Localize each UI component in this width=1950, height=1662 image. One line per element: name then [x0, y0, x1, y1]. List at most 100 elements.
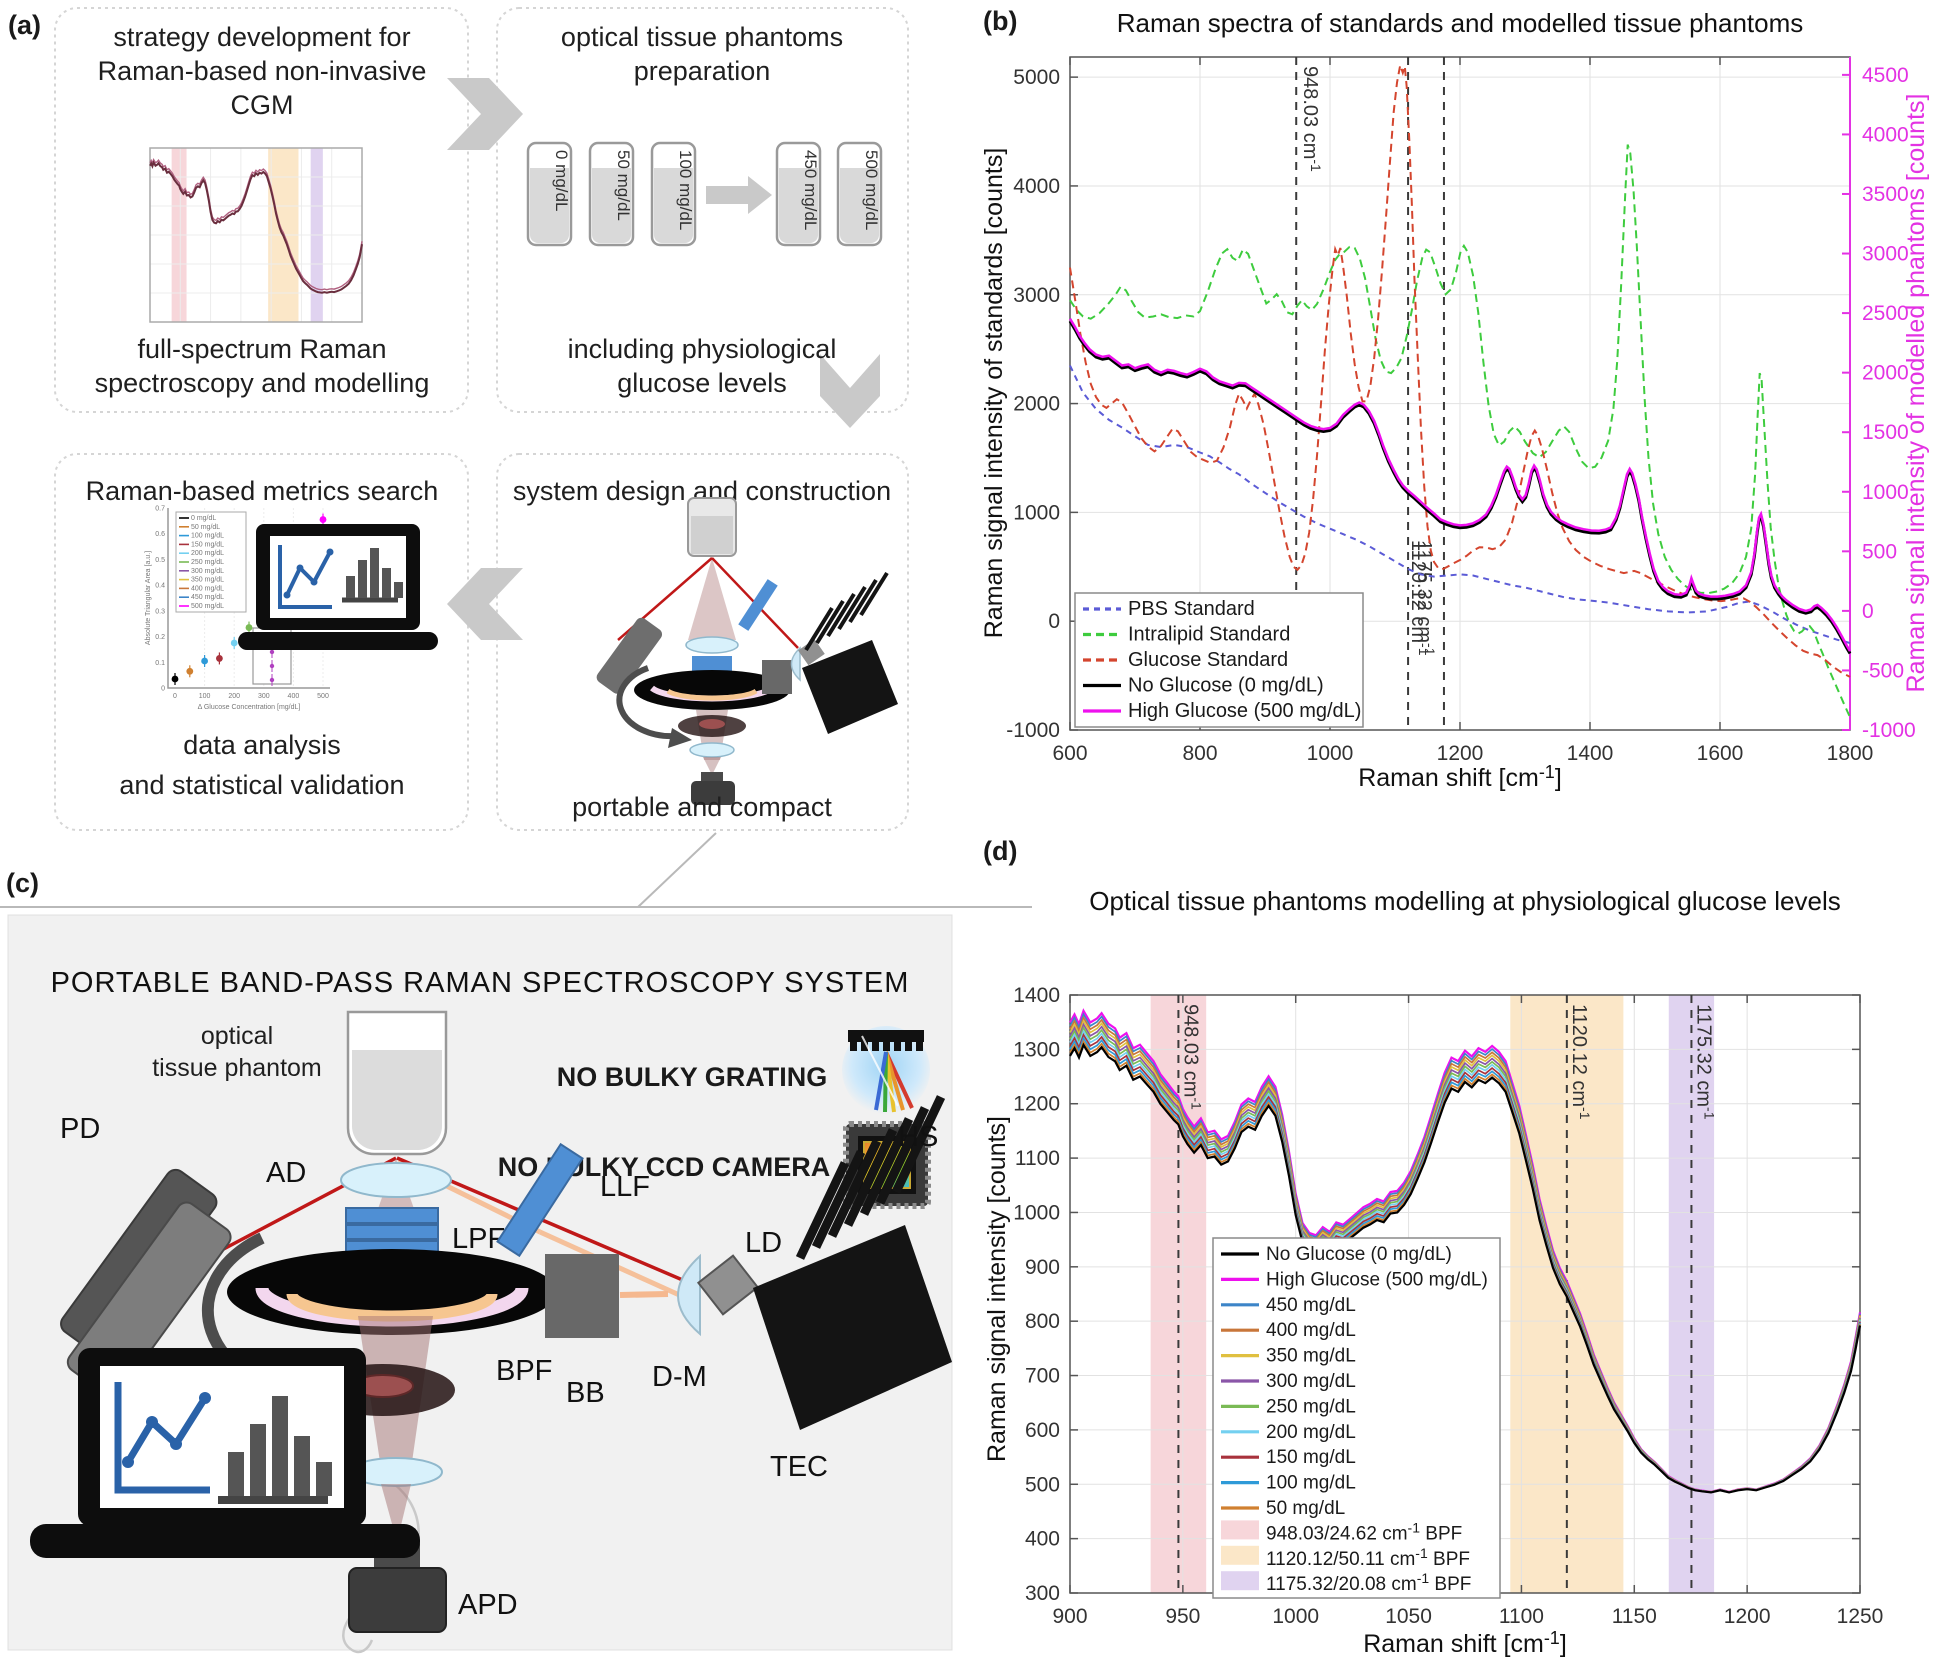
marker-label-0: 948.03 cm-1	[1179, 1004, 1204, 1110]
thumb-legend-label: 200 mg/dL	[191, 550, 224, 557]
marker-label-1: 1120.12 cm-1	[1407, 540, 1432, 656]
marker-label-2: 1175.32 cm-1	[1413, 540, 1438, 656]
chart-b-xlabel: Raman shift [cm-1]	[1358, 762, 1562, 792]
legend-patch-sample	[1221, 1571, 1259, 1591]
lpf-label: LPF	[452, 1223, 505, 1255]
y-tick-label: 1200	[1013, 1093, 1060, 1116]
vial: 450 mg/dL	[775, 141, 822, 247]
thumb-ytick: 0	[161, 686, 165, 693]
legend-entry: 150 mg/dL	[1266, 1447, 1356, 1468]
y2-tick-label: 3500	[1862, 183, 1909, 206]
thumb-legend-label: 300 mg/dL	[191, 568, 224, 575]
x-tick-label: 900	[1052, 1605, 1087, 1628]
thumb-ytick: 0.3	[155, 608, 165, 615]
vial: 0 mg/dL	[526, 141, 573, 247]
y-tick-label: 1100	[1015, 1147, 1060, 1170]
thumb-inset-point	[269, 649, 275, 655]
y2-tick-label: 1500	[1862, 421, 1909, 444]
full-spectrum-thumbnail	[149, 147, 363, 323]
legend-entry: 400 mg/dL	[1266, 1320, 1356, 1341]
thumb-ytick: 0.4	[155, 583, 165, 590]
legend-entry: 200 mg/dL	[1266, 1422, 1356, 1443]
chart-d-xlabel: Raman shift [cm-1]	[1363, 1628, 1567, 1658]
thumb-xtick: 100	[199, 693, 211, 700]
thumb-legend-label: 450 mg/dL	[191, 594, 224, 601]
tec-plate	[753, 1225, 952, 1430]
bb-label: BB	[566, 1377, 605, 1409]
thumb-xlabel: Δ Glucose Concentration [mg/dL]	[198, 704, 301, 711]
y-tick-label: 600	[1025, 1419, 1060, 1442]
legend-entry-band: 1120.12/50.11 cm-1 BPF	[1266, 1545, 1470, 1570]
y2-tick-label: 1000	[1862, 481, 1909, 504]
series-pbs-standard	[1069, 365, 1851, 644]
focus-cone	[381, 1484, 411, 1542]
laser-line-filter	[496, 1142, 584, 1258]
dm-label: D-M	[652, 1361, 707, 1393]
hs-label: HS	[898, 1121, 938, 1153]
ld-label: LD	[745, 1227, 782, 1259]
legend-entry: Glucose Standard	[1128, 649, 1288, 671]
x-tick-label: 600	[1052, 742, 1087, 765]
panel-c: (c) PORTABLE BAND-PASS RAMAN SPECTROSCOP…	[0, 832, 1032, 1654]
chevron-right-icon	[447, 78, 523, 150]
phantoms-caption-line1: including physiological	[568, 334, 837, 364]
thumb-frame	[149, 147, 363, 323]
y-tick-label: 800	[1025, 1310, 1060, 1333]
thumb-inset-point	[269, 677, 275, 683]
laptop-icon-c	[30, 1348, 420, 1558]
thumb-xtick: 0	[173, 693, 177, 700]
laptop-icon	[238, 524, 438, 650]
marker-label-1: 1120.12 cm-1	[1568, 1004, 1593, 1120]
vial-text: 450 mg/dL	[801, 150, 820, 230]
thumb-xtick: 500	[317, 693, 329, 700]
thumb-xtick: 300	[258, 693, 270, 700]
phantoms-caption-line2: glucose levels	[617, 368, 787, 398]
panel-d-letter: (d)	[983, 836, 1017, 866]
box-system	[496, 453, 909, 831]
thumb-xtick: 400	[288, 693, 300, 700]
x-tick-label: 1100	[1499, 1605, 1544, 1628]
thumb-point	[319, 516, 327, 523]
thumb-legend-label: 400 mg/dL	[191, 585, 224, 592]
thumb-point	[245, 624, 253, 631]
series-intralipid-standard	[1069, 144, 1851, 718]
metrics-caption-line1: data analysis	[183, 730, 341, 760]
thumb-legend-label: 150 mg/dL	[191, 541, 224, 548]
apd-label: APD	[458, 1589, 518, 1621]
thumb-legend-label: 500 mg/dL	[191, 603, 224, 610]
vial-liquid	[530, 168, 569, 243]
dichroic-mirror	[677, 1253, 701, 1337]
chart-b-y2label: Raman signal intensity of modelled phant…	[1902, 94, 1930, 693]
legend-box	[1212, 1237, 1501, 1599]
legend-entry: 250 mg/dL	[1266, 1396, 1356, 1417]
cuvette	[346, 1010, 448, 1156]
small-arrow-right-icon	[706, 176, 772, 214]
vial: 500 mg/dL	[836, 141, 883, 247]
legend-entry: No Glucose (0 mg/dL)	[1266, 1244, 1452, 1265]
legend-entry: 100 mg/dL	[1266, 1473, 1356, 1494]
x-tick-label: 1150	[1612, 1605, 1657, 1628]
y2-tick-label: 4000	[1862, 123, 1909, 146]
marker-label-0: 948.03 cm-1	[1299, 66, 1324, 172]
legend-entry: High Glucose (500 mg/dL)	[1128, 700, 1361, 722]
box-strategy	[54, 7, 469, 413]
x-tick-label: 1400	[1567, 742, 1614, 765]
strategy-title-line2: Raman-based non-invasive	[98, 56, 427, 86]
box-phantoms	[496, 7, 909, 413]
y-tick-label: 4000	[1013, 175, 1060, 198]
panel-b-letter: (b)	[983, 6, 1017, 36]
thumb-axes	[167, 508, 330, 689]
laser-diode	[696, 1254, 760, 1316]
tec-label: TEC	[770, 1451, 828, 1483]
y-tick-label: 1400	[1013, 984, 1060, 1007]
y2-tick-label: 500	[1862, 540, 1897, 563]
strategy-title-line1: strategy development for	[113, 22, 410, 52]
bpf-label: BPF	[496, 1355, 552, 1387]
legend-entry: High Glucose (500 mg/dL)	[1266, 1269, 1488, 1290]
chevron-down-icon	[820, 354, 880, 428]
thumb-legend-label: 100 mg/dL	[191, 533, 224, 540]
thumb-point	[201, 657, 209, 665]
x-tick-label: 1200	[1724, 1605, 1771, 1628]
